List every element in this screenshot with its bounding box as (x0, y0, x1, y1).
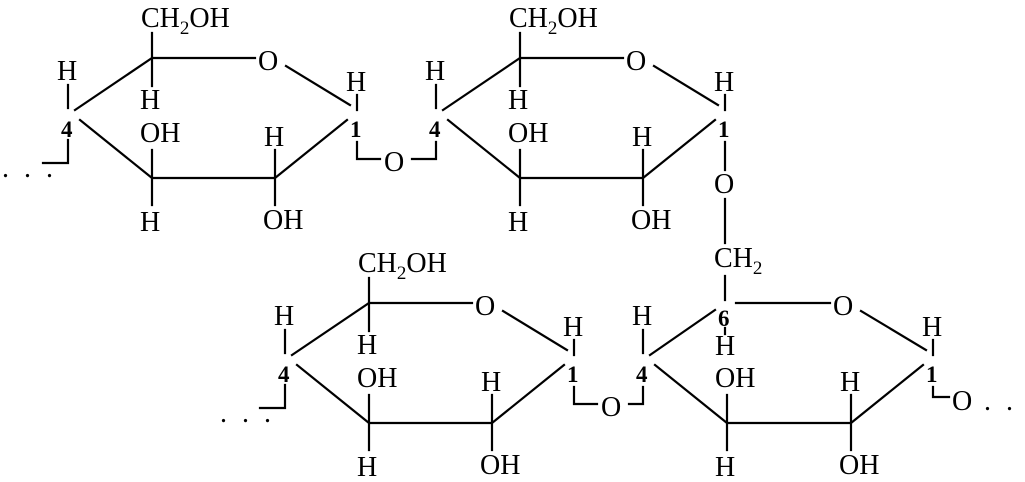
ring-1-bonds (73, 56, 352, 180)
ring-4-c1-link-bond (931, 385, 951, 399)
ring-1-c4-number: 4 (61, 117, 73, 142)
glycosidic-bond-1-4-top-lines (355, 140, 438, 161)
ring-1-c5-h: H (140, 85, 160, 116)
glycosidic-oxygen-bottom: O (601, 392, 621, 423)
ring-2-c2-oh: OH (631, 205, 671, 236)
ring-4-c1-number: 1 (926, 362, 938, 387)
glycosidic-bond-1-6-branch: O CH2 (714, 140, 762, 302)
ring-4-c4-h: H (632, 301, 652, 332)
ring-2-ch2oh: CH2OH (509, 3, 598, 39)
glucose-ring-2: CH2OH O H 4 H OH H H OH H 1 (425, 3, 734, 238)
ring-2-bonds (441, 56, 720, 180)
ring-3-c1-h: H (563, 312, 583, 343)
ring-1-c2-h: H (264, 122, 284, 153)
ring-2-c4-number: 4 (429, 117, 441, 142)
chain-continuation-dots-right-bottom: . . . (984, 386, 1025, 417)
ring-2-c2-h: H (632, 122, 652, 153)
glucose-ring-1: . . . CH2OH O H 4 H OH H H OH H 1 (2, 3, 366, 238)
glucose-ring-4: O H 4 6 H OH H H OH H 1 O . . . (632, 291, 1025, 482)
ring-1-ch2oh: CH2OH (141, 3, 230, 39)
ring-4-c2-h: H (840, 367, 860, 398)
ring-3-c1-number: 1 (567, 362, 579, 387)
ring-3-c3-oh: OH (357, 363, 397, 394)
ring-3-ch2oh: CH2OH (358, 248, 447, 284)
ring-2-c5-h: H (508, 85, 528, 116)
ring-3-bonds (290, 301, 569, 425)
glucose-ring-3: . . . CH2OH O H 4 H OH H H OH H 1 (220, 248, 583, 482)
glycosidic-bond-1-4-top: O (355, 140, 438, 178)
ring-3-c5-h: H (357, 330, 377, 361)
ring-1-c3-oh: OH (140, 118, 180, 149)
ring-2-c4-h: H (425, 56, 445, 87)
branch-ch2: CH2 (714, 243, 762, 279)
ring-1-c1-h: H (346, 67, 366, 98)
ring-4-oxygen: O (833, 291, 853, 322)
ring-3-c4-link-bond (258, 383, 287, 410)
ring-1-c3-h: H (140, 207, 160, 238)
ring-1-c1-number: 1 (350, 117, 362, 142)
ring-1-c4-link-bond (41, 138, 70, 165)
branch-oxygen: O (714, 169, 734, 200)
ring-3-c2-h: H (481, 367, 501, 398)
ring-3-c3-h: H (357, 452, 377, 482)
glycosidic-bond-1-4-bottom: O (572, 385, 645, 423)
ring-4-c3-oh: OH (715, 363, 755, 394)
ring-3-c4-h: H (274, 301, 294, 332)
ring-2-c1-number: 1 (718, 117, 730, 142)
ring-3-c2-oh: OH (480, 450, 520, 481)
ring-4-c3-h: H (715, 452, 735, 482)
ring-3-oxygen: O (475, 291, 495, 322)
ring-3-c4-number: 4 (278, 362, 290, 387)
ring-4-c4-number: 4 (636, 362, 648, 387)
ring-1-oxygen: O (258, 46, 278, 77)
ring-4-c1-oxygen: O (952, 386, 972, 417)
glycosidic-bond-1-4-bottom-lines (572, 385, 645, 406)
ring-4-c1-h: H (922, 312, 942, 343)
ring-2-c1-h: H (714, 67, 734, 98)
ring-2-c3-oh: OH (508, 118, 548, 149)
ring-4-c6-number: 6 (718, 306, 730, 331)
ring-1-c4-h: H (57, 56, 77, 87)
chain-continuation-dots-left-top: . . . (2, 153, 57, 184)
ring-1-substituent-bonds (66, 31, 359, 207)
ring-2-c3-h: H (508, 207, 528, 238)
ring-4-bonds (648, 301, 928, 425)
ring-4-substituent-bonds (641, 326, 935, 452)
chain-continuation-dots-left-bottom: . . . (220, 398, 275, 429)
ring-3-substituent-bonds (283, 276, 576, 452)
ring-4-c2-oh: OH (839, 450, 879, 481)
ring-2-oxygen: O (626, 46, 646, 77)
ring-2-substituent-bonds (434, 31, 727, 207)
ring-1-c2-oh: OH (263, 205, 303, 236)
glycosidic-oxygen-top: O (384, 147, 404, 178)
ring-4-c5-h: H (715, 331, 735, 362)
